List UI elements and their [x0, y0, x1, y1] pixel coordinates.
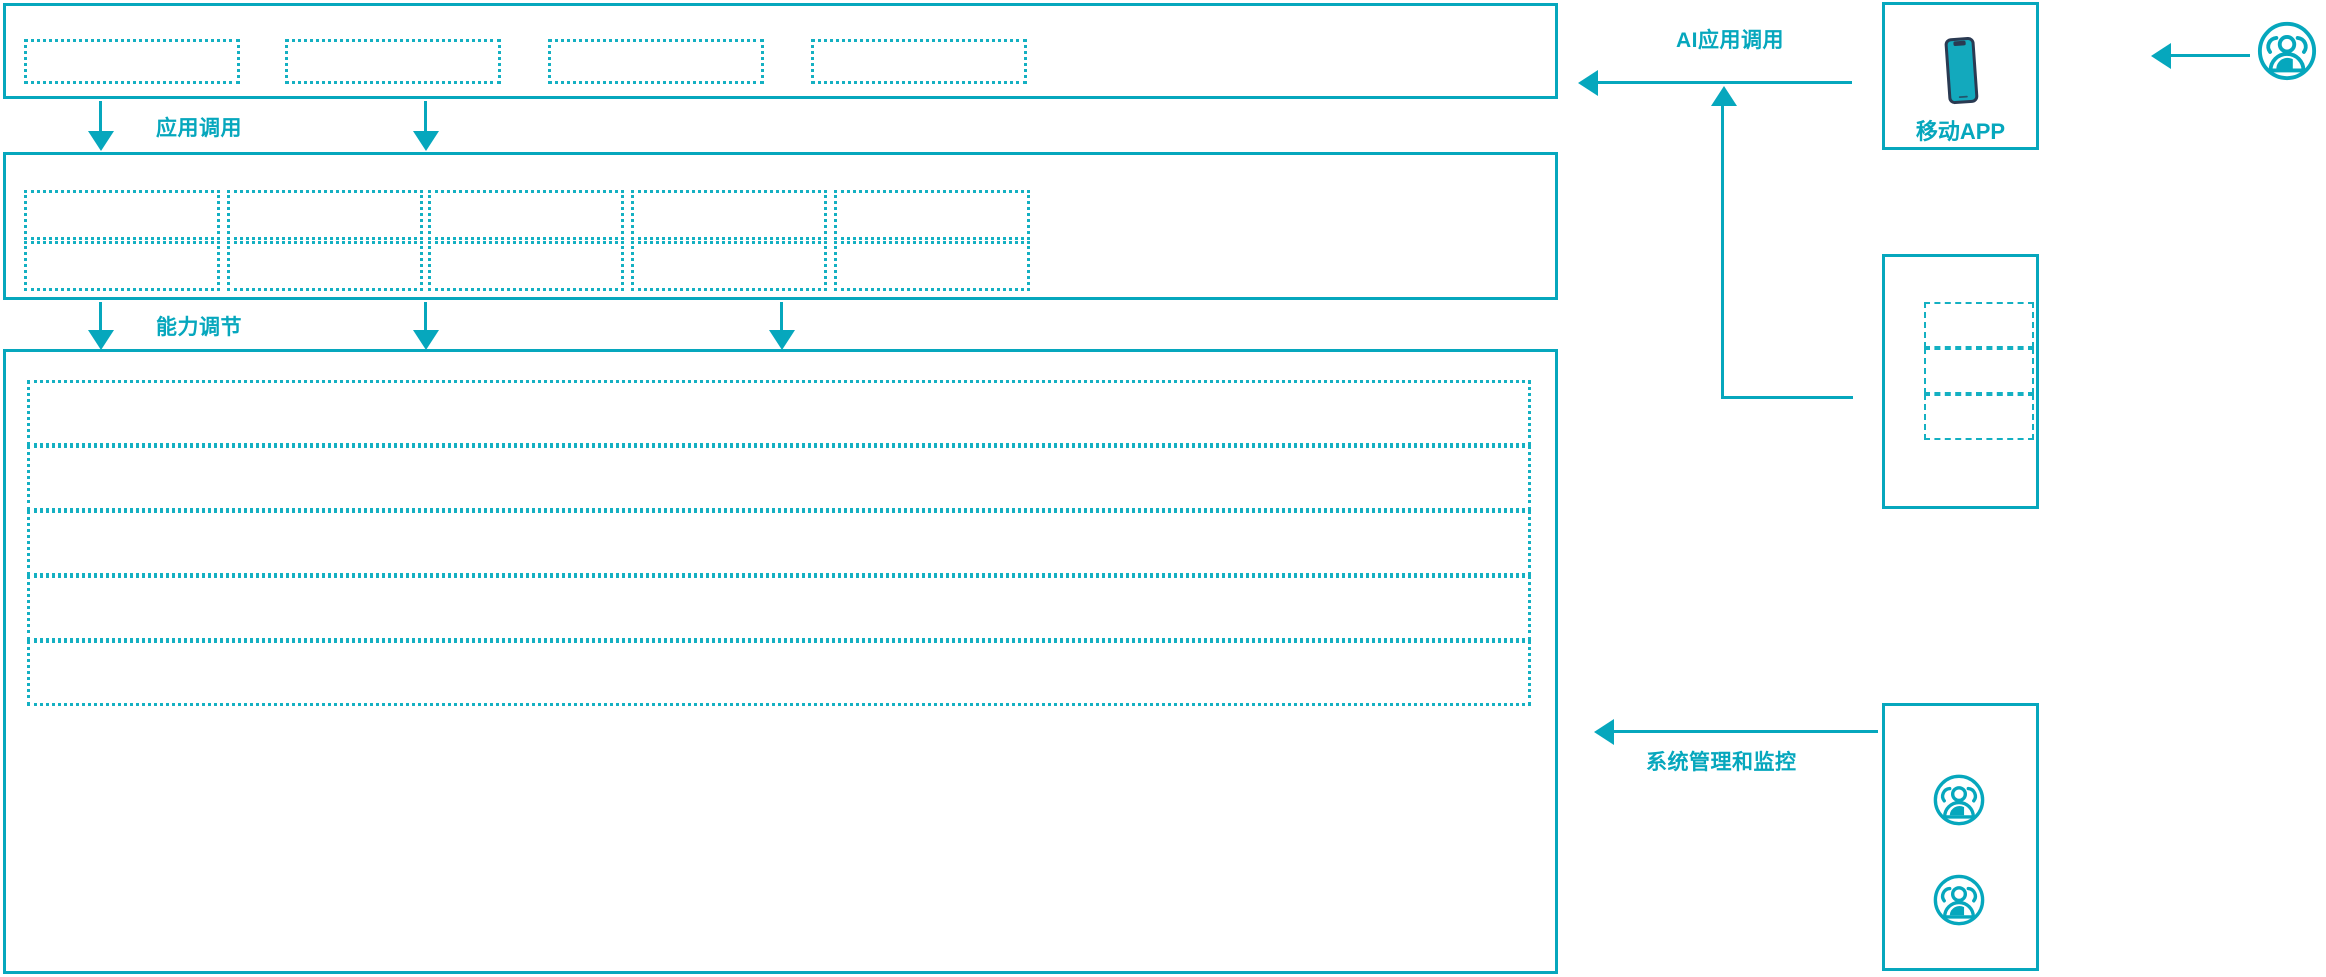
- platform-row-1[interactable]: [27, 380, 1531, 446]
- connector-ops-to-platform-arrowhead: [1594, 719, 1614, 745]
- capability-box-r2c5[interactable]: [834, 241, 1030, 291]
- connector-channel-vline: [1721, 105, 1724, 398]
- connector-app-cap-right-arrow: [413, 131, 439, 151]
- application-box-3[interactable]: [548, 39, 764, 84]
- platform-layer-panel: [3, 349, 1558, 974]
- application-box-4[interactable]: [811, 39, 1027, 84]
- connector-ops-to-platform-hline: [1613, 730, 1878, 733]
- capability-layer-panel: [3, 152, 1558, 300]
- channel-box-1[interactable]: [1924, 302, 2034, 348]
- connector-cap-plat-left-arrow: [88, 330, 114, 350]
- users-group-icon-ops-1: [1932, 773, 1986, 827]
- connector-cap-plat-mid-line: [424, 302, 427, 340]
- connector-cap-plat-right-line: [780, 302, 783, 340]
- channel-box-2[interactable]: [1924, 348, 2034, 394]
- platform-row-5[interactable]: [27, 640, 1531, 706]
- capability-box-r1c4[interactable]: [631, 190, 827, 240]
- operations-card[interactable]: [1882, 703, 2039, 971]
- capability-box-r1c2[interactable]: [227, 190, 423, 240]
- connector-app-cap-left-line: [99, 101, 102, 139]
- label-system-manage-monitor: 系统管理和监控: [1646, 751, 1797, 774]
- connector-user-to-app-arrowhead: [2151, 43, 2171, 69]
- platform-row-2[interactable]: [27, 445, 1531, 511]
- users-group-icon-ops-2: [1932, 873, 1986, 927]
- connector-ai-call-arrowhead: [1578, 70, 1598, 96]
- application-box-1[interactable]: [24, 39, 240, 84]
- smartphone-icon: [1944, 36, 1980, 106]
- connector-ai-call-hline: [1597, 81, 1852, 84]
- label-app-call: 应用调用: [156, 117, 242, 140]
- users-group-icon-external: [2256, 20, 2318, 82]
- channel-box-3[interactable]: [1924, 394, 2034, 440]
- connector-cap-plat-left-line: [99, 302, 102, 340]
- connector-app-cap-right-line: [424, 101, 427, 139]
- capability-box-r1c5[interactable]: [834, 190, 1030, 240]
- capability-box-r2c4[interactable]: [631, 241, 827, 291]
- capability-box-r2c1[interactable]: [24, 241, 220, 291]
- connector-channel-arrowhead: [1711, 86, 1737, 106]
- connector-cap-plat-mid-arrow: [413, 330, 439, 350]
- label-ai-app-call: AI应用调用: [1676, 29, 1784, 52]
- connector-app-cap-left-arrow: [88, 131, 114, 151]
- channel-card[interactable]: [1882, 254, 2039, 509]
- capability-box-r2c2[interactable]: [227, 241, 423, 291]
- platform-row-3[interactable]: [27, 510, 1531, 576]
- label-capability-adjust: 能力调节: [156, 316, 242, 339]
- capability-box-r1c3[interactable]: [428, 190, 624, 240]
- capability-box-r2c3[interactable]: [428, 241, 624, 291]
- platform-row-4[interactable]: [27, 575, 1531, 641]
- connector-cap-plat-right-arrow: [769, 330, 795, 350]
- mobile-app-card-label: 移动APP: [1915, 119, 2006, 144]
- connector-user-to-app-hline: [2170, 54, 2250, 57]
- connector-channel-hline: [1721, 396, 1853, 399]
- capability-box-r1c1[interactable]: [24, 190, 220, 240]
- application-layer-panel: [3, 3, 1558, 99]
- application-box-2[interactable]: [285, 39, 501, 84]
